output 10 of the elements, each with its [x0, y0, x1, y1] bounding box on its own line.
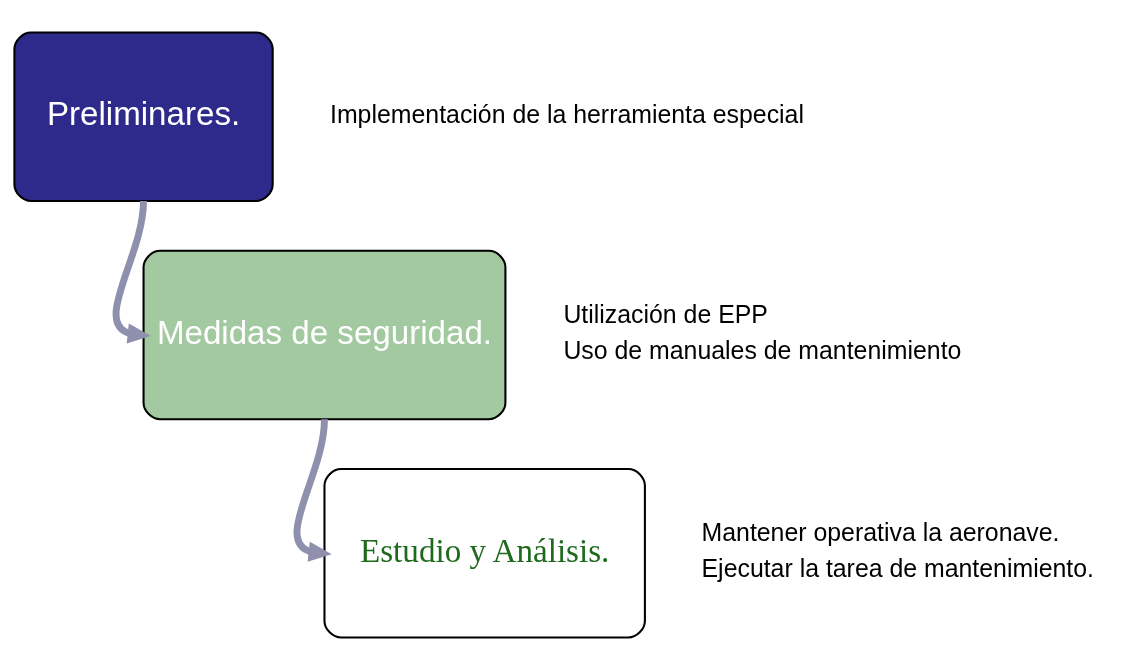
node-box: Estudio y Análisis.: [323, 467, 646, 638]
node-label: Utilización de EPP: [563, 299, 768, 328]
node-label: Mantener operativa la aeronave.: [701, 517, 1060, 546]
node-box: Medidas de seguridad.: [142, 249, 507, 420]
arrow: [112, 200, 151, 344]
node-label: Ejecutar la tarea de mantenimiento.: [701, 553, 1094, 582]
node-label: Uso de manuales de mantenimiento: [563, 335, 962, 364]
arrow: [293, 418, 332, 562]
node-label: Implementación de la herramienta especial: [330, 99, 804, 128]
node-box: Preliminares.: [13, 31, 274, 202]
